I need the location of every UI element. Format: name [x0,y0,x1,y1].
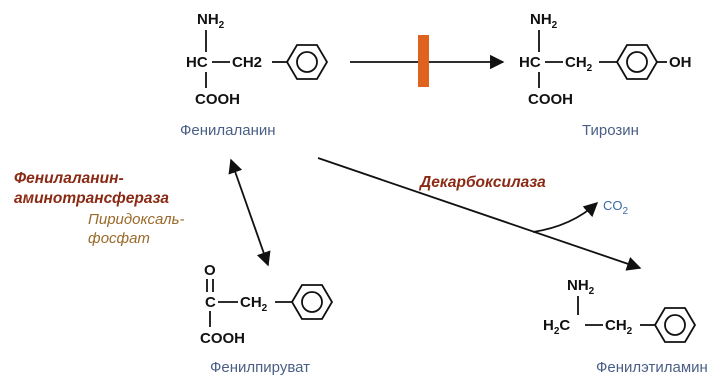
pea-ch2-label: CH2 [605,317,633,337]
pyr-cooh-label: COOH [200,330,245,347]
phe-nh2-label: NH2 [197,11,225,31]
tyr-ch2-label: CH2 [565,54,593,74]
phenylpyruvate-name: Фенилпируват [210,359,310,376]
decarboxylation-arrow [317,157,642,271]
tyr-nh2-label: NH2 [530,11,558,31]
phe-cooh-label: COOH [195,91,240,108]
transaminase-line-2: аминотрансфераза [14,190,169,207]
phenylpyruvate-structure: O C CH2 COOH Фенилпируват [200,262,334,376]
pyr-o-label: O [204,262,216,279]
cofactor-line-1: Пиридоксаль- [88,211,184,228]
phenylethylamine-structure: NH2 H2C CH2 Фенилэтиламин [543,277,708,376]
tyr-ring-aromatic [626,51,648,73]
tyr-oh-label: OH [669,54,692,71]
pyr-c-label: C [205,294,216,311]
transaminase-line-1: Фенилаланин- [14,170,124,187]
phe-ch2-label: CH2 [232,54,262,71]
pea-benzene-ring [653,307,697,343]
blocked-hydroxylation-arrow [350,35,505,87]
co2-label: CO2 [603,198,629,217]
phe-hc-label: HC [186,54,208,71]
pyr-ring-aromatic [301,291,323,313]
phe-benzene-ring [285,44,329,80]
pea-nh2-label: NH2 [567,277,595,297]
tyr-cooh-label: COOH [528,91,573,108]
phe-ring-aromatic [296,51,318,73]
pyr-ch2-label: CH2 [240,294,268,314]
pea-ring-aromatic [664,314,686,336]
tyr-hc-label: HC [519,54,541,71]
transamination-arrow [228,158,271,267]
tyrosine-structure: NH2 HC CH2 OH COOH Тирозин [519,11,692,139]
decarboxylase-label: Декарбоксилаза [418,174,546,191]
transaminase-label: Фенилаланин- аминотрансфераза [14,170,169,207]
phenylalanine-structure: NH2 HC CH2 COOH Фенилаланин [180,11,329,139]
cofactor-label: Пиридоксаль- фосфат [88,211,184,247]
pyr-benzene-ring [290,284,334,320]
tyr-benzene-ring [615,44,659,80]
co2-release-arrow [532,202,599,233]
phenylalanine-name: Фенилаланин [180,122,276,139]
pea-h2c-label: H2C [543,317,570,337]
phenylethylamine-name: Фенилэтиламин [596,359,708,376]
block-bar [418,35,429,87]
cofactor-line-2: фосфат [88,230,150,247]
tyrosine-name: Тирозин [582,122,639,139]
